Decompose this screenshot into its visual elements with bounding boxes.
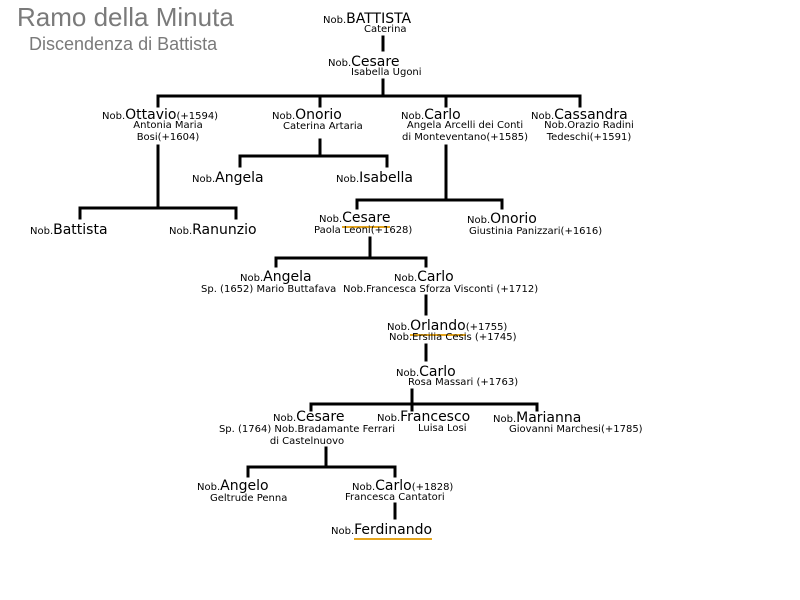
- person-name: Angelo: [220, 478, 269, 494]
- spouse-line-1: Angela Arcelli dei Conti: [406, 120, 524, 131]
- person-cesare-3: Nob.Cesare: [273, 408, 344, 424]
- person-name: Orlando: [410, 318, 466, 336]
- person-name: Ranunzio: [192, 222, 257, 238]
- person-name: Angela: [263, 269, 312, 285]
- person-angela-2: Nob.Angela: [240, 268, 312, 284]
- title-prefix: Nob.: [102, 111, 126, 122]
- person-name: Onorio: [295, 107, 342, 123]
- person-name: Cesare: [351, 54, 400, 70]
- person-marianna: Nob.Marianna: [493, 409, 581, 425]
- title-prefix: Nob.: [493, 414, 517, 425]
- person-cesare-1: Nob.Cesare: [328, 53, 399, 69]
- spouse-text: Isabella Ugoni: [351, 67, 422, 78]
- person-name: Carlo: [424, 107, 461, 123]
- person-name: Cesare: [342, 210, 391, 228]
- death-date: (+1594): [176, 111, 219, 122]
- person-name: Isabella: [359, 170, 413, 186]
- person-name: Ottavio: [125, 107, 177, 123]
- title-prefix: Nob.: [240, 273, 264, 284]
- person-onorio-2: Nob.Onorio: [467, 210, 537, 226]
- title-prefix: Nob.: [30, 226, 54, 237]
- title-prefix: Nob.: [273, 413, 297, 424]
- person-name: Francesco: [400, 409, 471, 425]
- person-cassandra: Nob.Cassandra: [531, 106, 628, 122]
- spouse-text: Nob.Orazio Radini Tedeschi(+1591): [527, 120, 651, 143]
- person-name: Ferdinando: [354, 522, 433, 540]
- spouse-text: Angela Arcelli dei Conti di Monteventano…: [400, 120, 530, 143]
- person-isabella: Nob.Isabella: [336, 169, 413, 185]
- person-angela-1: Nob.Angela: [192, 169, 264, 185]
- person-carlo-3: Nob.Carlo: [396, 363, 456, 379]
- person-orlando: Nob.Orlando(+1755): [387, 317, 508, 336]
- spouse-line-2: di Castelnuovo: [269, 435, 345, 447]
- spouse-line-2: Tedeschi(+1591): [546, 131, 632, 143]
- person-angelo: Nob.Angelo: [197, 477, 269, 493]
- spouse-text: Nob.Ersilia Cesis (+1745): [389, 332, 517, 343]
- spouse-line-2: Bosi(+1604): [136, 131, 200, 143]
- person-francesco: Nob.Francesco: [377, 408, 470, 424]
- person-ranunzio: Nob.Ranunzio: [169, 221, 257, 237]
- person-name: Cesare: [296, 409, 345, 425]
- person-ferdinando: Nob.Ferdinando: [331, 521, 433, 540]
- title-prefix: Nob.: [336, 174, 360, 185]
- spouse-text: Caterina: [364, 24, 407, 35]
- person-name: Battista: [53, 222, 108, 238]
- spouse-line-2: di Monteventano(+1585): [401, 131, 528, 143]
- spouse-text: Antonia Maria Bosi(+1604): [120, 120, 216, 143]
- spouse-text: Paola Leoni(+1628): [314, 225, 413, 236]
- death-date: (+1828): [411, 482, 454, 493]
- title-prefix: Nob.: [197, 482, 221, 493]
- spouse-text: Nob.Francesca Sforza Visconti (+1712): [343, 284, 539, 295]
- title-prefix: Nob.: [387, 322, 411, 333]
- person-onorio-1: Nob.Onorio: [272, 106, 342, 122]
- spouse-text: Geltrude Penna: [210, 493, 288, 504]
- person-name: Onorio: [490, 211, 537, 227]
- spouse-text: Rosa Massari (+1763): [408, 377, 519, 388]
- page-subtitle: Discendenza di Battista: [29, 34, 218, 54]
- person-name: Angela: [215, 170, 264, 186]
- person-name: BATTISTA: [346, 11, 412, 27]
- spouse-line-1: Sp. (1764) Nob.Bradamante Ferrari: [218, 424, 396, 435]
- title-prefix: Nob.: [396, 368, 420, 379]
- title-prefix: Nob.: [272, 111, 296, 122]
- person-name: Marianna: [516, 410, 582, 426]
- person-carlo-2: Nob.Carlo: [394, 268, 454, 284]
- spouse-text: Sp. (1764) Nob.Bradamante Ferrari di Cas…: [209, 424, 405, 447]
- person-carlo-1: Nob.Carlo: [401, 106, 461, 122]
- person-name: Cassandra: [554, 107, 628, 123]
- title-prefix: Nob.: [352, 482, 376, 493]
- person-name: Carlo: [375, 478, 412, 494]
- title-prefix: Nob.: [401, 111, 425, 122]
- person-name: Carlo: [419, 364, 456, 380]
- person-name: Carlo: [417, 269, 454, 285]
- title-prefix: Nob.: [531, 111, 555, 122]
- spouse-line-1: Nob.Orazio Radini: [544, 120, 634, 131]
- spouse-line-1: Antonia Maria: [133, 120, 203, 131]
- spouse-text: Francesca Cantatori: [345, 492, 445, 503]
- death-date: (+1755): [465, 322, 508, 333]
- person-battista: Nob.BATTISTA: [323, 10, 411, 26]
- spouse-text: Luisa Losi: [418, 423, 467, 434]
- spouse-text: Sp. (1652) Mario Buttafava: [201, 284, 337, 295]
- title-prefix: Nob.: [377, 413, 401, 424]
- title-prefix: Nob.: [394, 273, 418, 284]
- person-carlo-4: Nob.Carlo(+1828): [352, 477, 453, 493]
- person-battista-2: Nob.Battista: [30, 221, 108, 237]
- person-cesare-2: Nob.Cesare: [319, 209, 391, 228]
- title-prefix: Nob.: [192, 174, 216, 185]
- spouse-text: Caterina Artaria: [283, 121, 363, 132]
- spouse-text: Giovanni Marchesi(+1785): [509, 424, 643, 435]
- title-prefix: Nob.: [169, 226, 193, 237]
- person-ottavio: Nob.Ottavio(+1594): [102, 106, 218, 122]
- title-prefix: Nob.: [323, 15, 347, 26]
- spouse-text: Giustinia Panizzari(+1616): [469, 226, 603, 237]
- title-prefix: Nob.: [467, 215, 491, 226]
- title-prefix: Nob.: [319, 214, 343, 225]
- title-prefix: Nob.: [328, 58, 352, 69]
- page-title: Ramo della Minuta: [17, 2, 234, 32]
- title-prefix: Nob.: [331, 526, 355, 537]
